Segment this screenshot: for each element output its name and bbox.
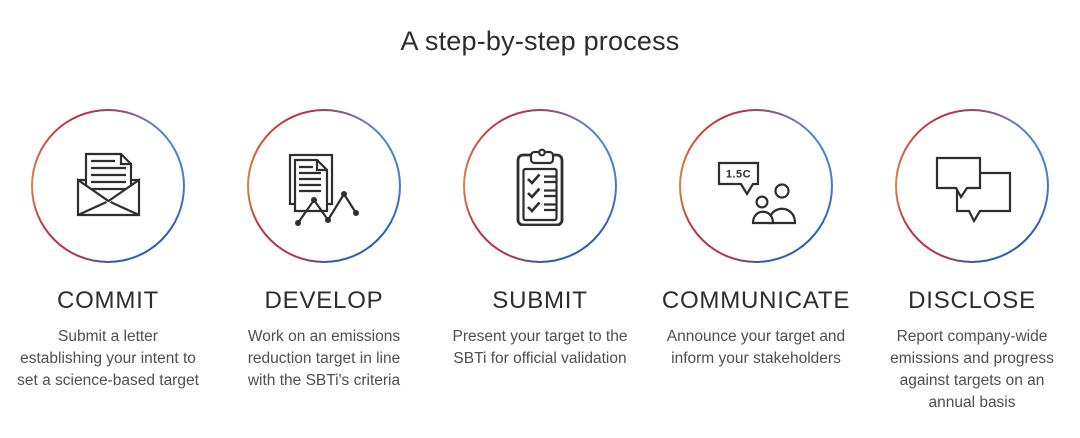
bubble-label: 1.5C [726, 169, 751, 181]
step-disclose: DISCLOSE Report company-wide emissions a… [864, 109, 1080, 414]
step-title-disclose: DISCLOSE [908, 287, 1036, 314]
steps-row: COMMIT Submit a letter establishing your… [0, 109, 1080, 414]
step-description-disclose: Report company-wide emissions and progre… [890, 328, 1054, 411]
step-communicate: 1.5C COMMUNICATE Announce your target an… [648, 109, 864, 414]
gradient-ring: 1.5C [679, 109, 833, 263]
step-description-commit: Submit a letter establishing your intent… [17, 328, 199, 389]
envelope-letter-icon [76, 152, 141, 217]
step-commit: COMMIT Submit a letter establishing your… [0, 109, 216, 414]
step-description-communicate: Announce your target and inform your sta… [666, 328, 846, 367]
documents-chart-icon [288, 153, 359, 226]
step-title-submit: SUBMIT [492, 287, 588, 314]
gradient-ring [463, 109, 617, 263]
step-submit: SUBMIT Present your target to the SBTi f… [432, 109, 648, 414]
chat-bubbles-icon [935, 156, 1012, 224]
gradient-ring [31, 109, 185, 263]
gradient-ring [895, 109, 1049, 263]
step-title-communicate: COMMUNICATE [661, 287, 851, 314]
clipboard-checklist-icon [516, 148, 564, 226]
step-description-develop: Work on an emissions reduction target in… [247, 328, 401, 389]
page-title: A step-by-step process [400, 26, 680, 56]
step-title-commit: COMMIT [56, 287, 160, 314]
step-title-develop: DEVELOP [264, 287, 384, 314]
gradient-ring [247, 109, 401, 263]
speech-bubble-people-icon: 1.5C [717, 161, 796, 225]
step-develop: DEVELOP Work on an emissions reduction t… [216, 109, 432, 414]
step-description-submit: Present your target to the SBTi for offi… [452, 328, 628, 367]
